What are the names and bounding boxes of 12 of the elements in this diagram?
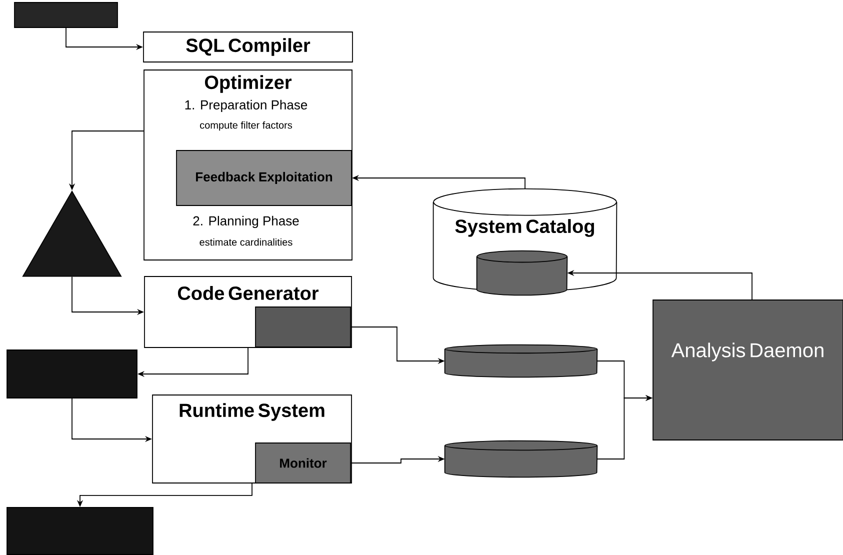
daemon-box: Analysis Daemon (652, 300, 843, 440)
statistics-cylinder (476, 250, 568, 296)
feedback-box: Feedback Exploitation (176, 150, 352, 206)
node-label: System Catalog (455, 219, 594, 237)
query-box (14, 2, 118, 28)
result-box (6, 507, 154, 555)
compiler-box: SQL Compiler (143, 32, 353, 62)
monitor-box: Monitor (255, 442, 351, 484)
plan-box (6, 350, 138, 398)
skeleton-file-cylinder (444, 344, 598, 378)
monitor-file-cylinder (444, 440, 598, 478)
skeleton-box (255, 306, 351, 348)
